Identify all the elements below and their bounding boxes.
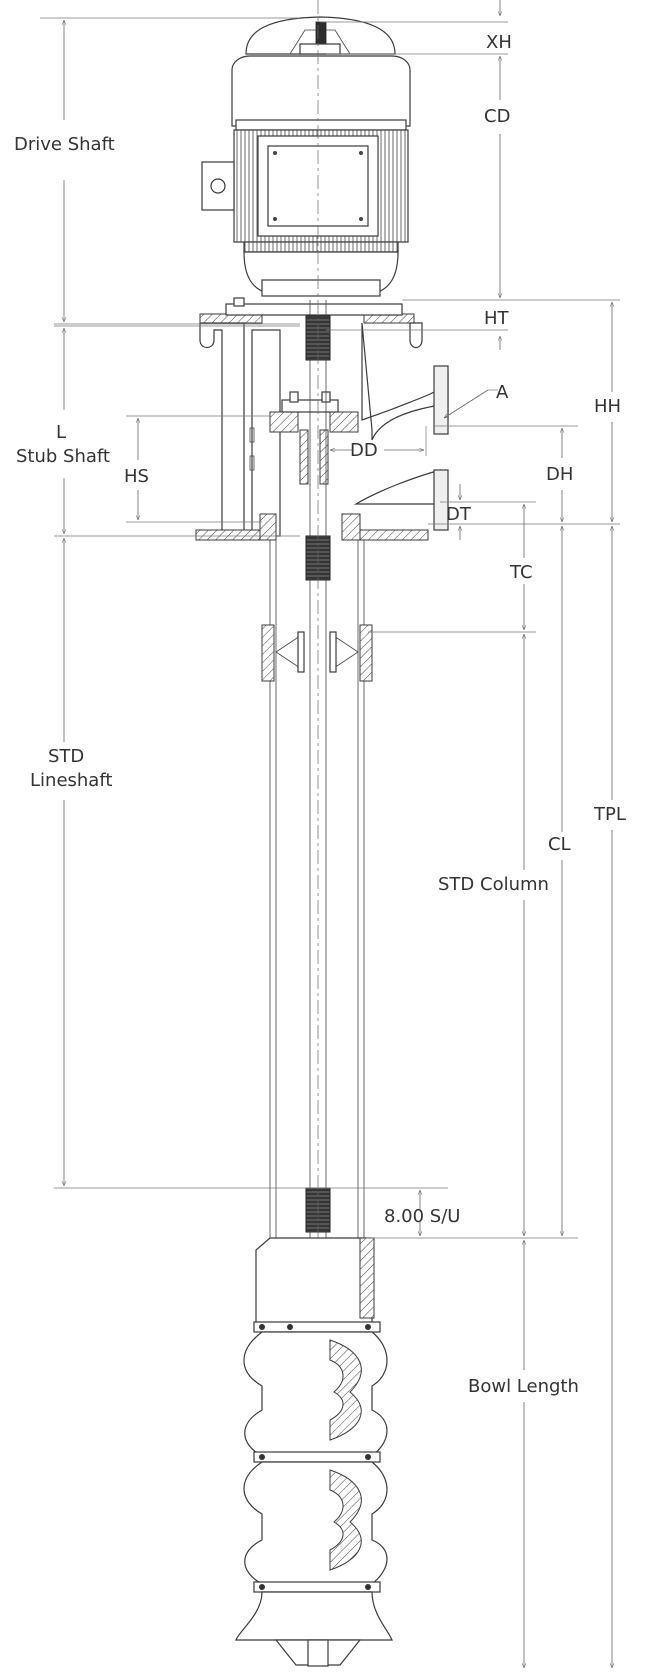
label-tc: TC — [509, 562, 533, 583]
label-l: L — [56, 422, 66, 443]
label-dt: DT — [446, 504, 472, 525]
label-hs: HS — [124, 466, 149, 487]
label-stub-shaft: Stub Shaft — [16, 446, 110, 467]
bowl-assembly — [235, 1237, 393, 1667]
dimension-lines — [40, 0, 620, 1668]
column-pipe — [261, 540, 373, 1238]
label-a: A — [496, 382, 509, 403]
label-std: STD — [48, 746, 84, 767]
label-ht: HT — [484, 308, 510, 329]
label-std-column: STD Column — [438, 874, 549, 895]
line-shaft — [305, 0, 331, 1668]
label-drive-shaft: Drive Shaft — [14, 134, 115, 155]
label-xh: XH — [486, 32, 512, 53]
dimension-labels: Drive Shaft XH CD HT A HH L Stub Shaft D… — [14, 32, 626, 1397]
label-cl: CL — [548, 834, 571, 855]
label-su: 8.00 S/U — [384, 1206, 460, 1227]
label-bowl-length: Bowl Length — [468, 1376, 579, 1397]
label-tpl: TPL — [593, 804, 626, 825]
discharge-head — [195, 297, 449, 541]
label-dh: DH — [546, 464, 573, 485]
label-cd: CD — [484, 106, 510, 127]
label-dd: DD — [350, 440, 378, 461]
label-hh: HH — [594, 396, 621, 417]
motor — [201, 16, 411, 297]
label-lineshaft: Lineshaft — [30, 770, 112, 791]
